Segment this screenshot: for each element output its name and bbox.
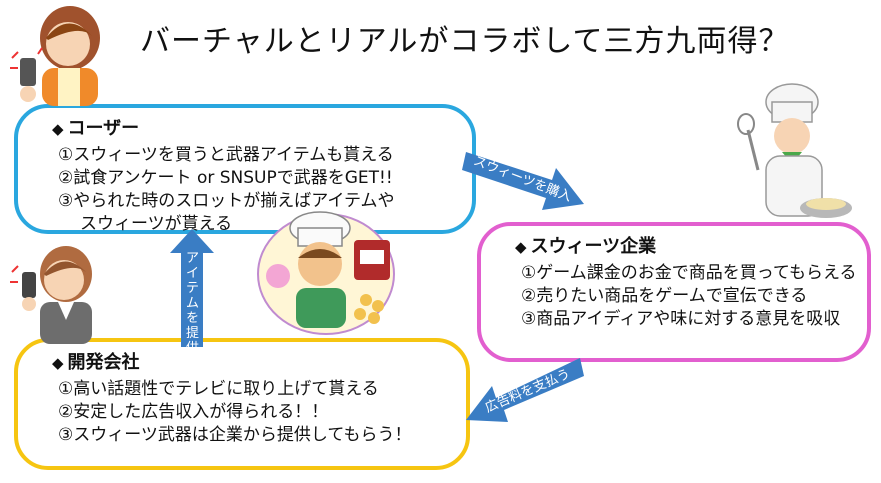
- sweets-company-box: ◆スウィーツ企業 ①ゲーム課金のお金で商品を買ってもらえる ②売りたい商品をゲー…: [477, 222, 871, 362]
- company-heading: ◆開発会社: [52, 352, 452, 374]
- company-heading-text: 開発会社: [67, 352, 140, 373]
- user-heading: ◆コーザー: [52, 118, 458, 140]
- user-line-2: ②試食アンケート or SNSUPで武器をGET!!: [58, 168, 393, 188]
- company-line-1: ①高い話題性でテレビに取り上げて貰える: [58, 379, 379, 399]
- user-list: ①スウィーツを買うと武器アイテムも貰える ②試食アンケート or SNSUPで武…: [58, 144, 458, 236]
- pay-ad-fee-arrow: 広告料を支払う: [460, 350, 584, 432]
- chef-mascot-with-slot-icon: [250, 210, 400, 340]
- company-line-2: ②安定した広告収入が得られる！！: [58, 402, 329, 422]
- company-list: ①高い話題性でテレビに取り上げて貰える ②安定した広告収入が得られる！！ ③スウ…: [58, 378, 452, 447]
- diamond-icon: ◆: [52, 120, 64, 138]
- woman-with-phone-icon: [8, 244, 100, 348]
- woman-with-phone-icon: [8, 2, 108, 110]
- provide-items-arrow: アイテムを提供: [170, 229, 214, 356]
- sweets-line-1: ①ゲーム課金のお金で商品を買ってもらえる: [521, 263, 857, 283]
- diamond-icon: ◆: [52, 354, 64, 372]
- page-title: バーチャルとリアルがコラボして三方九両得？: [140, 24, 790, 59]
- sweets-line-3: ③商品アイディアや味に対する意見を吸収: [521, 309, 841, 329]
- company-line-3: ③スウィーツ武器は企業から提供してもらう！: [58, 425, 412, 445]
- sweets-heading-text: スウィーツ企業: [530, 236, 657, 257]
- diamond-icon: ◆: [515, 238, 527, 256]
- user-box: ◆コーザー ①スウィーツを買うと武器アイテムも貰える ②試食アンケート or S…: [14, 104, 476, 234]
- provide-items-label: アイテムを提供: [186, 251, 200, 356]
- dev-company-box: ◆開発会社 ①高い話題性でテレビに取り上げて貰える ②安定した広告収入が得られる…: [14, 338, 470, 470]
- chef-icon: [728, 80, 858, 226]
- sweets-line-2: ②売りたい商品をゲームで宣伝できる: [521, 286, 808, 306]
- buy-sweets-arrow: スウィーツを購入: [462, 140, 592, 220]
- user-line-1: ①スウィーツを買うと武器アイテムも貰える: [58, 145, 394, 165]
- user-line-3: ③やられた時のスロットが揃えばアイテムや: [58, 191, 395, 211]
- user-heading-text: コーザー: [67, 118, 140, 139]
- sweets-list: ①ゲーム課金のお金で商品を買ってもらえる ②売りたい商品をゲームで宣伝できる ③…: [521, 262, 857, 331]
- sweets-heading: ◆スウィーツ企業: [515, 236, 853, 258]
- user-line-4: スウィーツが貰える: [80, 214, 233, 234]
